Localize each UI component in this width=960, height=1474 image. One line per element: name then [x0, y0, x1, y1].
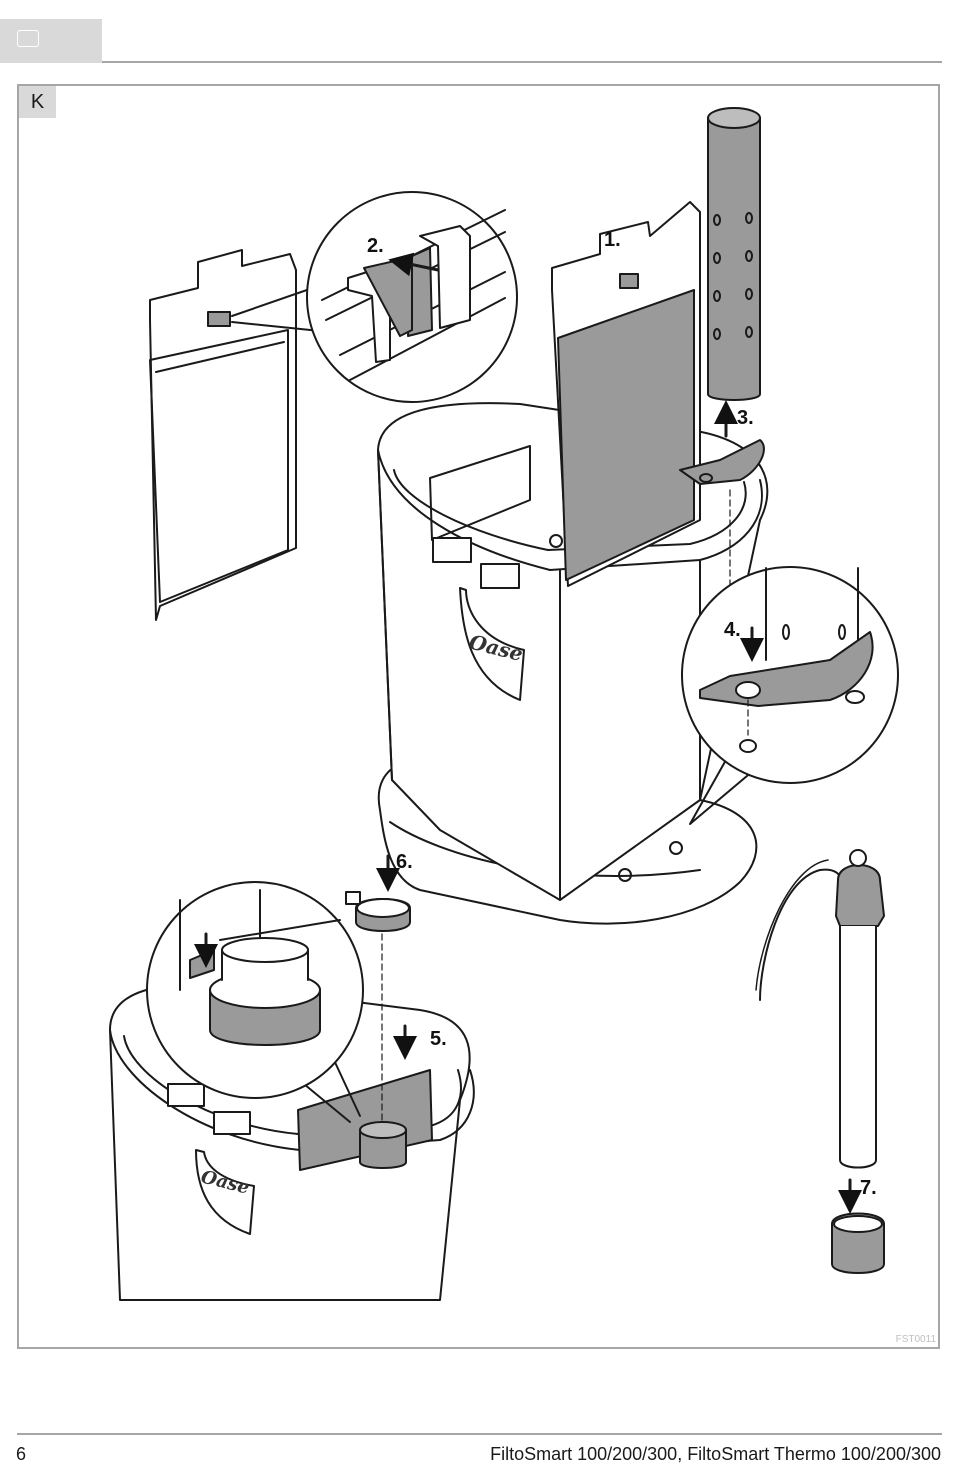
heater-rod — [755, 849, 885, 1274]
page-number: 6 — [16, 1444, 27, 1464]
figure-frame — [17, 84, 940, 1349]
step-label-4: 4. — [724, 619, 741, 641]
zoom-callout-4 — [681, 566, 899, 825]
step-label-5: 5. — [430, 1028, 447, 1050]
assembly-illustration: Oase Oase 1. 2. 3. 4. 5. 6. 7. — [109, 107, 899, 1301]
step-label-3: 3. — [737, 407, 754, 429]
header-rule — [102, 61, 942, 63]
document-title: FiltoSmart 100/200/300, FiltoSmart Therm… — [490, 1444, 941, 1464]
filter-panel-left — [149, 249, 297, 621]
clamp-ring — [345, 854, 411, 932]
step-label-7: 7. — [860, 1177, 877, 1199]
step-label-2: 2. — [367, 235, 384, 257]
section-letter: K — [19, 86, 56, 118]
header-tab — [0, 19, 102, 63]
step-label-6: 6. — [396, 851, 413, 873]
zoom-callout-5 — [146, 881, 364, 1123]
perforated-tube — [679, 107, 765, 601]
step-label-1: 1. — [604, 229, 621, 251]
rounded-rectangle-icon — [17, 30, 39, 47]
figure-code: FST0011 — [895, 1334, 936, 1345]
zoom-callout-2 — [231, 191, 518, 403]
filter-panel-raised — [551, 201, 701, 587]
footer-rule — [17, 1433, 942, 1435]
